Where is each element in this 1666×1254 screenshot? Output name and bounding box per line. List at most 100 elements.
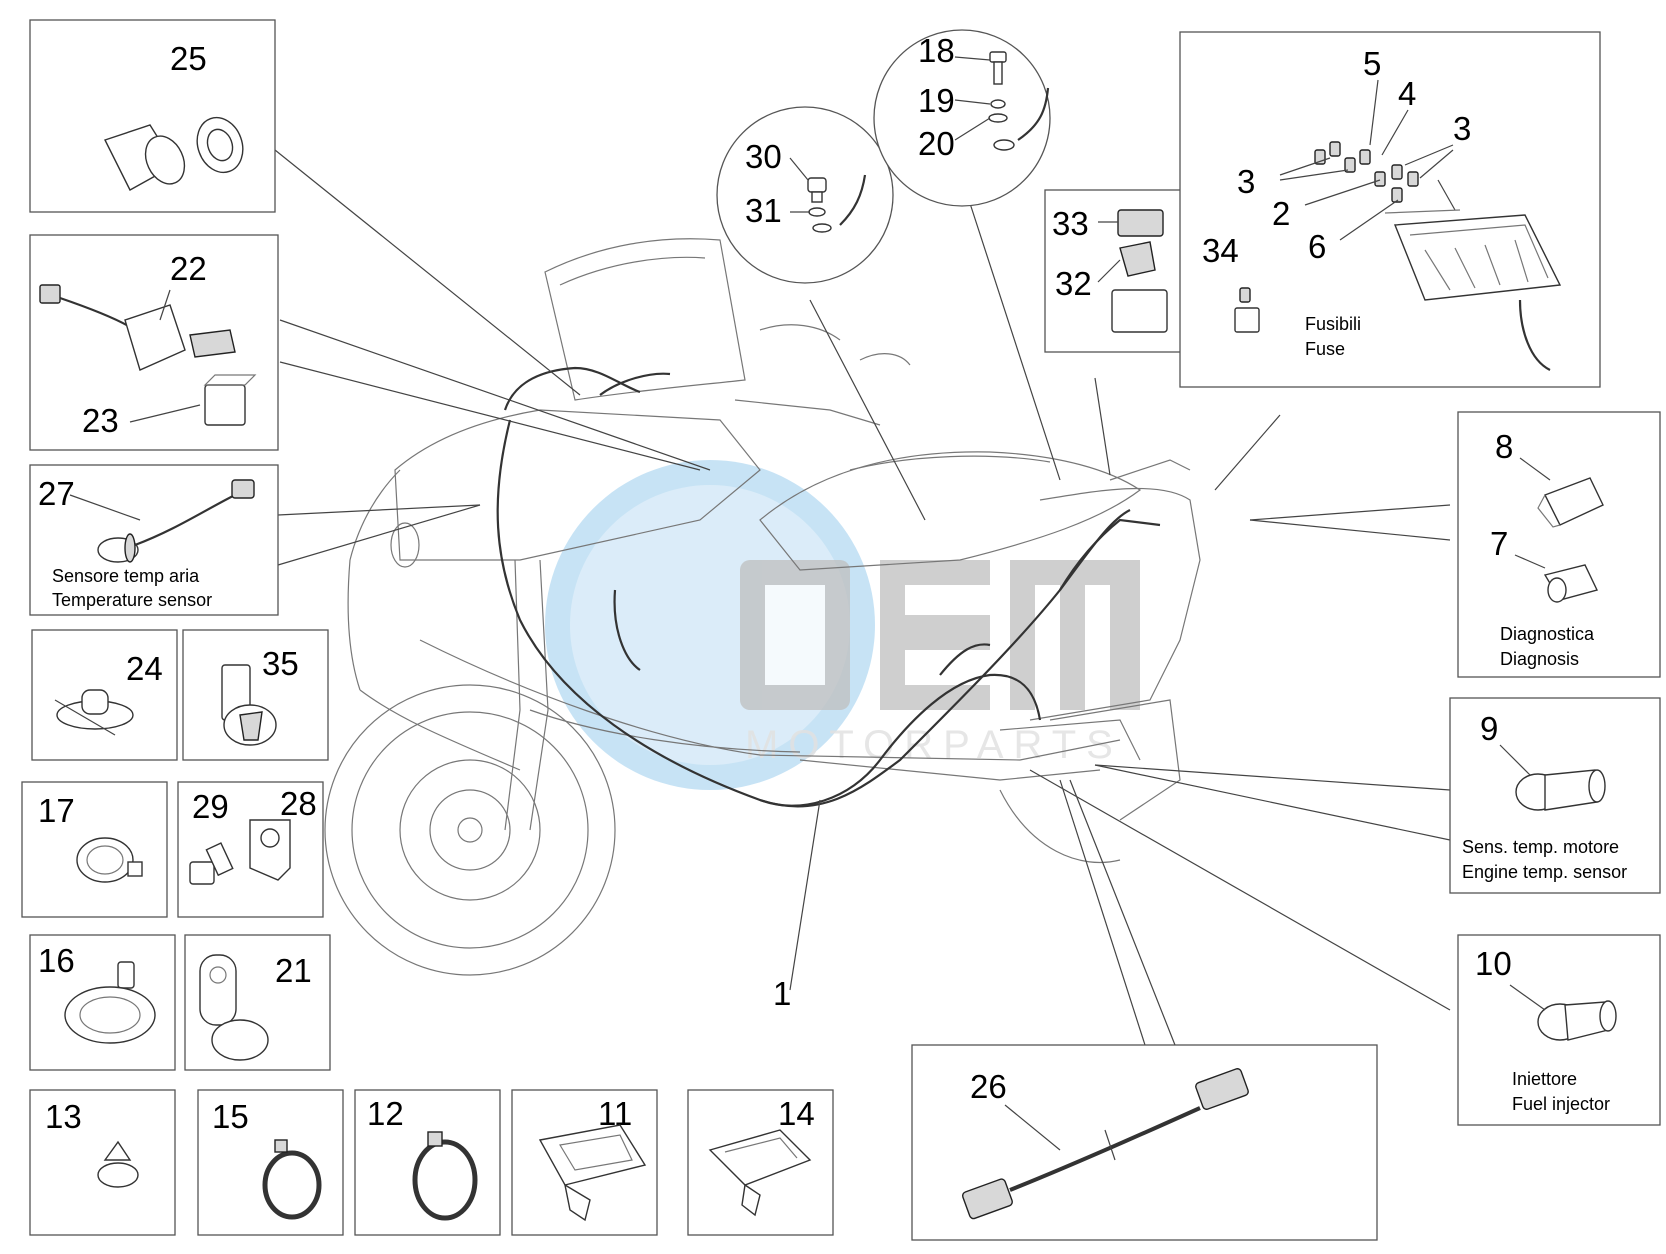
harness-extension-icon [961, 1068, 1249, 1220]
part-box-28-29: 29 28 [177, 781, 324, 918]
part-number-1: 1 [773, 975, 791, 1012]
air-temp-sensor-icon [69, 479, 255, 563]
diagnostic-connector-7-icon [1514, 554, 1598, 603]
part-box-11: 11 [511, 1089, 658, 1236]
part-box-24: 24 [31, 629, 178, 761]
part-number-26: 26 [970, 1068, 1007, 1105]
cable-clamp-icon [76, 837, 143, 883]
part-box-9: 9 Sens. temp. motore Engine temp. sensor [1449, 697, 1661, 894]
watermark-logo [740, 560, 1140, 710]
part-number-28: 28 [280, 785, 317, 822]
caption-engine-temp-en: Engine temp. sensor [1462, 862, 1627, 882]
part-number-21: 21 [275, 952, 312, 989]
part-number-20: 20 [918, 125, 955, 162]
part-number-15: 15 [212, 1098, 249, 1135]
part-box-16: 16 [29, 934, 176, 1071]
engine-temp-connector-icon [1499, 744, 1606, 811]
part-box-21: 21 [184, 934, 331, 1071]
part-number-5: 5 [1363, 45, 1381, 82]
bolt-icon [988, 51, 1008, 123]
cable-tie-icon [262, 1139, 322, 1220]
part-number-3-right: 3 [1453, 110, 1471, 147]
relay-cube-icon [129, 374, 257, 426]
watermark-globe [545, 460, 875, 790]
part-number-22: 22 [170, 250, 207, 287]
harness-clip-icon [708, 1129, 812, 1217]
part-box-13: 13 [29, 1089, 176, 1236]
cable-clamp-large-icon [64, 961, 156, 1044]
caption-injector-en: Fuel injector [1512, 1094, 1610, 1114]
clip-bracket-icon [221, 664, 277, 746]
part-box-14: 14 [687, 1089, 834, 1236]
p-clip-icon [199, 954, 269, 1061]
caption-diag-en: Diagnosis [1500, 649, 1579, 669]
caption-engine-temp-it: Sens. temp. motore [1462, 837, 1619, 857]
fuel-injector-connector-icon [1509, 984, 1617, 1041]
part-number-17: 17 [38, 792, 75, 829]
callout-circle-30-31: 30 31 [716, 106, 894, 284]
push-clip-icon [54, 689, 134, 736]
part-number-14: 14 [778, 1095, 815, 1132]
part-box-7-8: 8 7 Diagnostica Diagnosis [1457, 411, 1661, 678]
part-number-9: 9 [1480, 710, 1498, 747]
part-number-6: 6 [1308, 228, 1326, 265]
relay-32-33-icon [1097, 209, 1168, 333]
part-number-34: 34 [1202, 232, 1239, 269]
part-box-26: 26 [911, 1044, 1378, 1241]
part-number-31: 31 [745, 192, 782, 229]
part-number-23: 23 [82, 402, 119, 439]
part-number-16: 16 [38, 942, 75, 979]
part-number-24: 24 [126, 650, 163, 687]
screw-icon [807, 177, 827, 217]
part-number-25: 25 [170, 40, 207, 77]
harness-holder-icon [538, 1124, 647, 1222]
part-number-33: 33 [1052, 205, 1089, 242]
bolt-and-bracket-icon [189, 819, 291, 885]
leader-lines [274, 149, 1451, 1046]
caption-air-temp-it: Sensore temp aria [52, 566, 200, 586]
part-number-19: 19 [918, 82, 955, 119]
part-box-22-23: 22 23 [29, 234, 279, 451]
part-number-4: 4 [1398, 75, 1416, 112]
caption-air-temp-en: Temperature sensor [52, 590, 212, 610]
part-number-27: 27 [38, 475, 75, 512]
watermark: MOTORPARTS [545, 460, 1140, 790]
wiring-harness [496, 366, 1161, 808]
scooter-outline [324, 238, 1201, 976]
part-number-7: 7 [1490, 525, 1508, 562]
part-box-27: 27 Sensore temp aria Temperature sensor [29, 464, 279, 616]
callout-circle-18-20: 18 19 20 [873, 29, 1051, 207]
caption-fuse-en: Fuse [1305, 339, 1345, 359]
part-box-12: 12 [354, 1089, 501, 1236]
cable-tie-large-icon [412, 1131, 478, 1221]
part-number-29: 29 [192, 788, 229, 825]
part-box-fuses: 5 4 3 3 2 6 34 [1179, 31, 1601, 388]
part-box-35: 35 [182, 629, 329, 761]
caption-diag-it: Diagnostica [1500, 624, 1595, 644]
part-number-13: 13 [45, 1098, 82, 1135]
part-box-17: 17 [21, 781, 168, 918]
fuse-box-icon [1393, 214, 1562, 371]
part-number-18: 18 [918, 32, 955, 69]
part-box-10: 10 Iniettore Fuel injector [1457, 934, 1661, 1126]
part-number-32: 32 [1055, 265, 1092, 302]
part-number-3-left: 3 [1237, 163, 1255, 200]
part-number-12: 12 [367, 1095, 404, 1132]
caption-fuse-it: Fusibili [1305, 314, 1361, 334]
part-box-32-33: 33 32 [1044, 189, 1186, 353]
part-number-30: 30 [745, 138, 782, 175]
cable-tie-clip-icon [97, 1140, 139, 1188]
part-box-15: 15 [197, 1089, 344, 1236]
diagnostic-connector-8-icon [1519, 457, 1604, 528]
relay-module-icon [39, 284, 236, 371]
part-number-8: 8 [1495, 428, 1513, 465]
part-number-10: 10 [1475, 945, 1512, 982]
part-number-35: 35 [262, 645, 299, 682]
power-socket-icon [104, 116, 244, 191]
caption-injector-it: Iniettore [1512, 1069, 1577, 1089]
part-box-25: 25 [29, 19, 276, 213]
part-number-2: 2 [1272, 195, 1290, 232]
fuse-set-icon [1234, 79, 1461, 333]
